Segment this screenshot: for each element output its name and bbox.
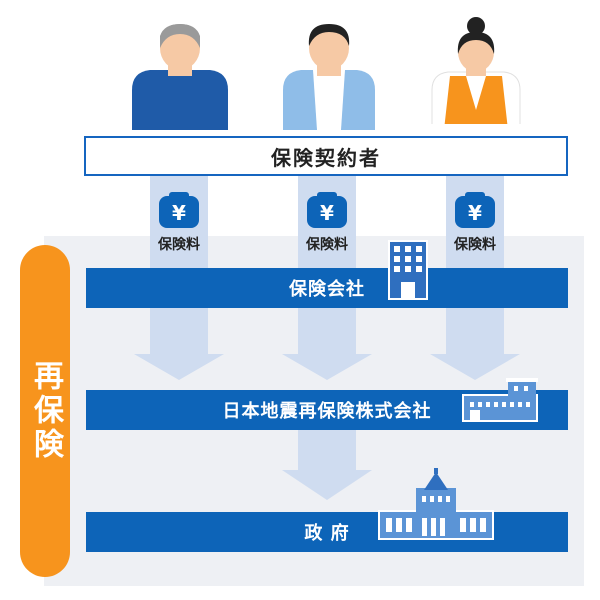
person-young-man (283, 24, 375, 130)
government-bar: 政 府 (86, 512, 568, 552)
wallet-yen-icon: ¥ (455, 192, 495, 228)
reinsurance-bracket: 再保険 (20, 245, 70, 577)
svg-text:¥: ¥ (320, 201, 334, 225)
person-elderly-man (132, 24, 228, 130)
japan-earthquake-reinsurance-label: 日本地震再保険株式会社 (222, 401, 432, 422)
policyholder-label: 保険契約者 (271, 145, 381, 170)
premium-label-right: 保険料 (454, 237, 496, 253)
office-building-icon (388, 240, 428, 300)
factory-building-icon (462, 378, 538, 422)
policyholder-box: 保険契約者 (84, 136, 568, 176)
svg-text:¥: ¥ (172, 201, 186, 225)
premium-label-middle: 保険料 (306, 237, 348, 253)
svg-text:¥: ¥ (468, 201, 482, 225)
insurance-company-bar: 保険会社 (86, 268, 568, 308)
government-building-icon (378, 468, 494, 540)
insurance-company-label: 保険会社 (289, 279, 365, 300)
arrow-to-government (282, 430, 372, 500)
wallet-yen-icon: ¥ (159, 192, 199, 228)
premium-label-left: 保険料 (158, 237, 200, 253)
government-label: 政 府 (304, 523, 350, 544)
reinsurance-label: 再保険 (28, 360, 63, 462)
person-woman (431, 17, 521, 124)
wallet-yen-icon: ¥ (307, 192, 347, 228)
